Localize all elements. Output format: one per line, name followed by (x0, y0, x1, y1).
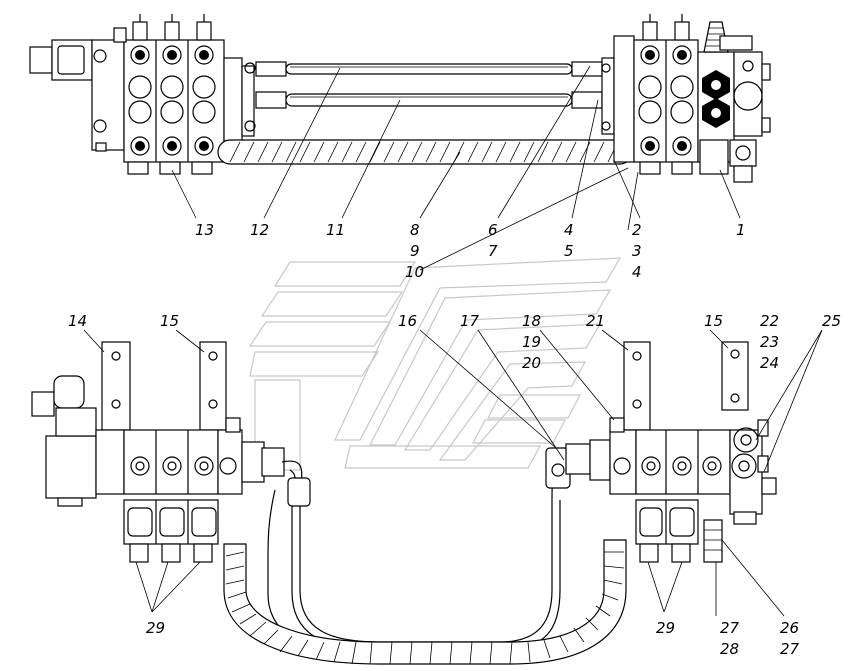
callout-28: 28 (720, 640, 740, 658)
callout-15-right: 15 (704, 312, 724, 330)
callout-4-right: 4 (632, 263, 642, 281)
top-leader-lines (171, 65, 741, 271)
callout-19: 19 (522, 333, 542, 351)
callout-5: 5 (564, 242, 574, 260)
callout-4-top: 4 (564, 221, 574, 239)
callout-15-left: 15 (160, 312, 180, 330)
bottom-valve-assembly (31, 341, 777, 665)
callout-14: 14 (68, 312, 88, 330)
callout-29-left: 29 (146, 619, 166, 637)
top-valve-assembly (29, 14, 771, 183)
callout-18: 18 (522, 312, 542, 330)
callout-8: 8 (410, 221, 420, 239)
lower-hose-hatching (225, 551, 625, 665)
left-section-circles (128, 45, 216, 156)
bottom-leader-lines (83, 329, 823, 617)
callout-24: 24 (760, 354, 780, 372)
chevron-logo-watermark-icon (248, 257, 622, 471)
callout-10: 10 (405, 263, 425, 281)
callout-3: 3 (632, 242, 642, 260)
callout-17: 17 (460, 312, 480, 330)
callout-25: 25 (822, 312, 842, 330)
callout-26: 26 (780, 619, 800, 637)
callout-6: 6 (488, 221, 498, 239)
callout-16: 16 (398, 312, 418, 330)
callout-9: 9 (410, 242, 420, 260)
callout-20: 20 (522, 354, 542, 372)
callout-23: 23 (760, 333, 780, 351)
callout-2: 2 (632, 221, 642, 239)
callout-29-right: 29 (656, 619, 676, 637)
callout-1: 1 (736, 221, 746, 239)
callout-27-right: 27 (780, 640, 800, 658)
callout-27-left: 27 (720, 619, 740, 637)
callout-21: 21 (586, 312, 606, 330)
callout-7: 7 (488, 242, 498, 260)
callout-13: 13 (195, 221, 215, 239)
callout-12: 12 (250, 221, 270, 239)
callout-11: 11 (326, 221, 346, 239)
spiral-hose-hatching (229, 141, 619, 163)
callout-22: 22 (760, 312, 780, 330)
right-section-circles (638, 45, 694, 156)
